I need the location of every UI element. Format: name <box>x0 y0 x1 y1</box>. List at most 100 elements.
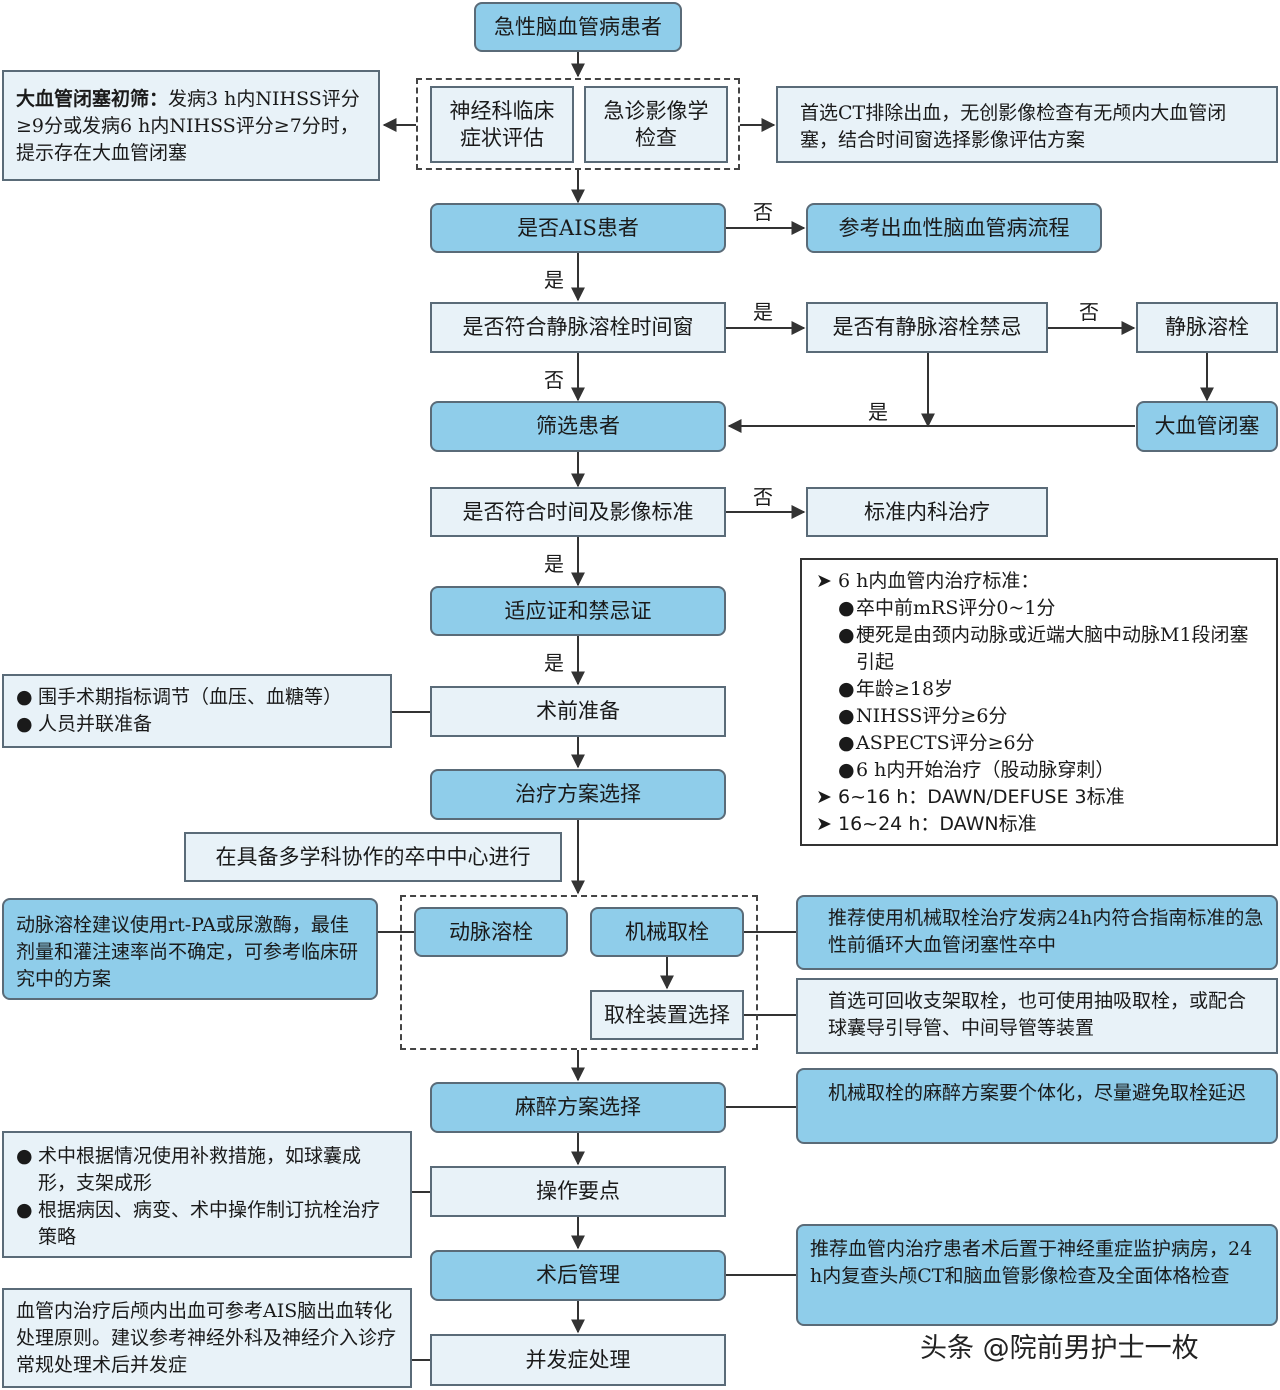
stroke-center-box: 在具备多学科协作的卒中中心进行 <box>184 832 562 882</box>
key-ops-label: 操作要点 <box>536 1179 620 1204</box>
criteria-item: ●NIHSS评分≥6分 <box>816 703 1266 730</box>
device-box: 取栓装置选择 <box>590 990 744 1040</box>
stroke-center-label: 在具备多学科协作的卒中中心进行 <box>215 844 531 869</box>
criteria-item: ●卒中前mRS评分0~1分 <box>816 595 1266 622</box>
label-yes-indications: 是 <box>544 651 564 675</box>
criteria-item-2: 梗死是由颈内动脉或近端大脑中动脉M1段闭塞引起 <box>856 624 1249 673</box>
ivt-window-box: 是否符合静脉溶栓时间窗 <box>430 302 726 353</box>
lvo-box: 大血管闭塞 <box>1136 401 1278 452</box>
indications-box: 适应证和禁忌证 <box>430 586 726 636</box>
ais-decision-box: 是否AIS患者 <box>430 203 726 253</box>
thrombectomy-box: 机械取栓 <box>590 907 744 957</box>
criteria-item: ●年龄≥18岁 <box>816 676 1266 703</box>
criteria-heading-6-16h-text: 6~16 h：DAWN/DEFUSE 3标准 <box>838 786 1125 808</box>
label-no-time: 否 <box>753 485 773 509</box>
complications-box: 并发症处理 <box>430 1334 726 1386</box>
eval-group <box>416 78 740 170</box>
preop-box: 术前准备 <box>430 686 726 737</box>
ivt-window-label: 是否符合静脉溶栓时间窗 <box>462 315 694 340</box>
ia-thrombolysis-label: 动脉溶栓 <box>449 919 533 944</box>
screen-label: 筛选患者 <box>536 414 620 439</box>
ia-note-text: 动脉溶栓建议使用rt-PA或尿激酶，最佳剂量和灌注速率尚不确定，可参考临床研究中… <box>16 914 359 990</box>
preop-note-item-1: 围手术期指标调节（血压、血糖等） <box>38 686 343 708</box>
hemorrhagic-label: 参考出血性脑血管病流程 <box>838 215 1070 240</box>
criteria-item-6: 6 h内开始治疗（股动脉穿刺） <box>856 759 1115 781</box>
ops-note-item: ●根据病因、病变、术中操作制订抗栓治疗策略 <box>16 1197 398 1251</box>
time-imaging-label: 是否符合时间及影像标准 <box>462 499 694 524</box>
ivt-contra-label: 是否有静脉溶栓禁忌 <box>832 315 1022 340</box>
label-no-window: 否 <box>544 368 564 392</box>
criteria-item-3: 年龄≥18岁 <box>856 678 954 700</box>
postop-note-text: 推荐血管内治疗患者术后置于神经重症监护病房，24 h内复查头颅CT和脑血管影像检… <box>810 1238 1253 1287</box>
lvo-screen-note-bold: 大血管闭塞初筛： <box>16 88 169 110</box>
label-yes-contra: 是 <box>868 400 888 424</box>
ops-note-item-1: 术中根据情况使用补救措施，如球囊成形，支架成形 <box>38 1145 362 1194</box>
ivt-contra-box: 是否有静脉溶栓禁忌 <box>806 302 1048 353</box>
postop-label: 术后管理 <box>536 1263 620 1288</box>
postop-box: 术后管理 <box>430 1250 726 1301</box>
criteria-heading-16-24h: ➤16~24 h：DAWN标准 <box>816 811 1266 838</box>
anesthesia-label: 麻醉方案选择 <box>515 1095 641 1120</box>
preop-note: ●围手术期指标调节（血压、血糖等） ●人员并联准备 <box>2 674 392 748</box>
plan-label: 治疗方案选择 <box>515 782 641 807</box>
ct-note-text: 首选CT排除出血，无创影像检查有无颅内大血管闭塞，结合时间窗选择影像评估方案 <box>800 102 1227 151</box>
criteria-box: ➤6 h内血管内治疗标准： ●卒中前mRS评分0~1分 ●梗死是由颈内动脉或近端… <box>800 558 1278 846</box>
ia-thrombolysis-box: 动脉溶栓 <box>414 907 568 957</box>
start-box: 急性脑血管病患者 <box>474 2 682 52</box>
neuro-eval-label: 神经科临床症状评估 <box>449 99 555 150</box>
anesthesia-note: 机械取栓的麻醉方案要个体化，尽量避免取栓延迟 <box>796 1068 1278 1144</box>
device-note-text: 首选可回收支架取栓，也可使用抽吸取栓，或配合球囊导引导管、中间导管等装置 <box>828 990 1247 1039</box>
treatment-group <box>400 895 758 1050</box>
criteria-heading-16-24h-text: 16~24 h：DAWN标准 <box>838 813 1037 835</box>
preop-note-item: ●人员并联准备 <box>16 711 378 738</box>
preop-note-item: ●围手术期指标调节（血压、血糖等） <box>16 684 378 711</box>
time-imaging-box: 是否符合时间及影像标准 <box>430 487 726 537</box>
screen-box: 筛选患者 <box>430 401 726 452</box>
ivt-box: 静脉溶栓 <box>1136 302 1278 353</box>
device-label: 取栓装置选择 <box>604 1002 730 1027</box>
hemorrhagic-box: 参考出血性脑血管病流程 <box>806 203 1102 253</box>
complications-label: 并发症处理 <box>525 1347 631 1372</box>
criteria-item-4: NIHSS评分≥6分 <box>856 705 1008 727</box>
start-box-label: 急性脑血管病患者 <box>494 14 662 39</box>
postop-note: 推荐血管内治疗患者术后置于神经重症监护病房，24 h内复查头颅CT和脑血管影像检… <box>796 1224 1278 1326</box>
device-note: 首选可回收支架取栓，也可使用抽吸取栓，或配合球囊导引导管、中间导管等装置 <box>796 978 1278 1054</box>
criteria-heading-6h: ➤6 h内血管内治疗标准： <box>816 568 1266 595</box>
thrombectomy-label: 机械取栓 <box>625 919 709 944</box>
complication-note: 血管内治疗后颅内出血可参考AIS脑出血转化处理原则。建议参考神经外科及神经介入诊… <box>2 1288 412 1388</box>
imaging-label: 急诊影像学检查 <box>603 99 709 150</box>
key-ops-box: 操作要点 <box>430 1166 726 1217</box>
anesthesia-box: 麻醉方案选择 <box>430 1082 726 1133</box>
thrombectomy-note: 推荐使用机械取栓治疗发病24h内符合指南标准的急性前循环大血管闭塞性卒中 <box>796 895 1278 970</box>
imaging-box: 急诊影像学检查 <box>584 86 728 163</box>
label-no-ais: 否 <box>753 200 773 224</box>
std-medical-label: 标准内科治疗 <box>864 499 990 524</box>
std-medical-box: 标准内科治疗 <box>806 487 1048 537</box>
preop-note-item-2: 人员并联准备 <box>38 712 153 735</box>
indications-label: 适应证和禁忌证 <box>504 598 652 623</box>
label-yes-time: 是 <box>544 552 564 576</box>
watermark: 头条 @院前男护士一枚 <box>920 1333 1199 1364</box>
neuro-eval-box: 神经科临床症状评估 <box>430 86 574 163</box>
plan-box: 治疗方案选择 <box>430 769 726 820</box>
ais-decision-label: 是否AIS患者 <box>517 215 639 240</box>
lvo-screen-note: 大血管闭塞初筛：发病3 h内NIHSS评分≥9分或发病6 h内NIHSS评分≥7… <box>2 70 380 181</box>
criteria-item: ●ASPECTS评分≥6分 <box>816 730 1266 757</box>
criteria-item-1: 卒中前mRS评分0~1分 <box>856 597 1056 619</box>
preop-label: 术前准备 <box>536 699 620 724</box>
ivt-label: 静脉溶栓 <box>1165 315 1249 340</box>
thrombectomy-note-text: 推荐使用机械取栓治疗发病24h内符合指南标准的急性前循环大血管闭塞性卒中 <box>828 907 1264 956</box>
complication-note-text: 血管内治疗后颅内出血可参考AIS脑出血转化处理原则。建议参考神经外科及神经介入诊… <box>16 1300 397 1376</box>
criteria-item-5: ASPECTS评分≥6分 <box>856 732 1035 754</box>
ops-note: ●术中根据情况使用补救措施，如球囊成形，支架成形 ●根据病因、病变、术中操作制订… <box>2 1131 412 1258</box>
criteria-item: ●6 h内开始治疗（股动脉穿刺） <box>816 757 1266 784</box>
lvo-screen-note-text: 发病3 h内NIHSS评分≥9分或发病6 h内NIHSS评分≥7分时，提示存在大… <box>16 88 360 164</box>
ct-note: 首选CT排除出血，无创影像检查有无颅内大血管闭塞，结合时间窗选择影像评估方案 <box>776 86 1278 163</box>
ops-note-item: ●术中根据情况使用补救措施，如球囊成形，支架成形 <box>16 1143 398 1197</box>
label-no-contra: 否 <box>1079 300 1099 324</box>
criteria-heading-6h-text: 6 h内血管内治疗标准： <box>838 570 1040 592</box>
criteria-heading-6-16h: ➤6~16 h：DAWN/DEFUSE 3标准 <box>816 784 1266 811</box>
ops-note-item-2: 根据病因、病变、术中操作制订抗栓治疗策略 <box>38 1198 381 1248</box>
label-yes-window: 是 <box>753 300 773 324</box>
